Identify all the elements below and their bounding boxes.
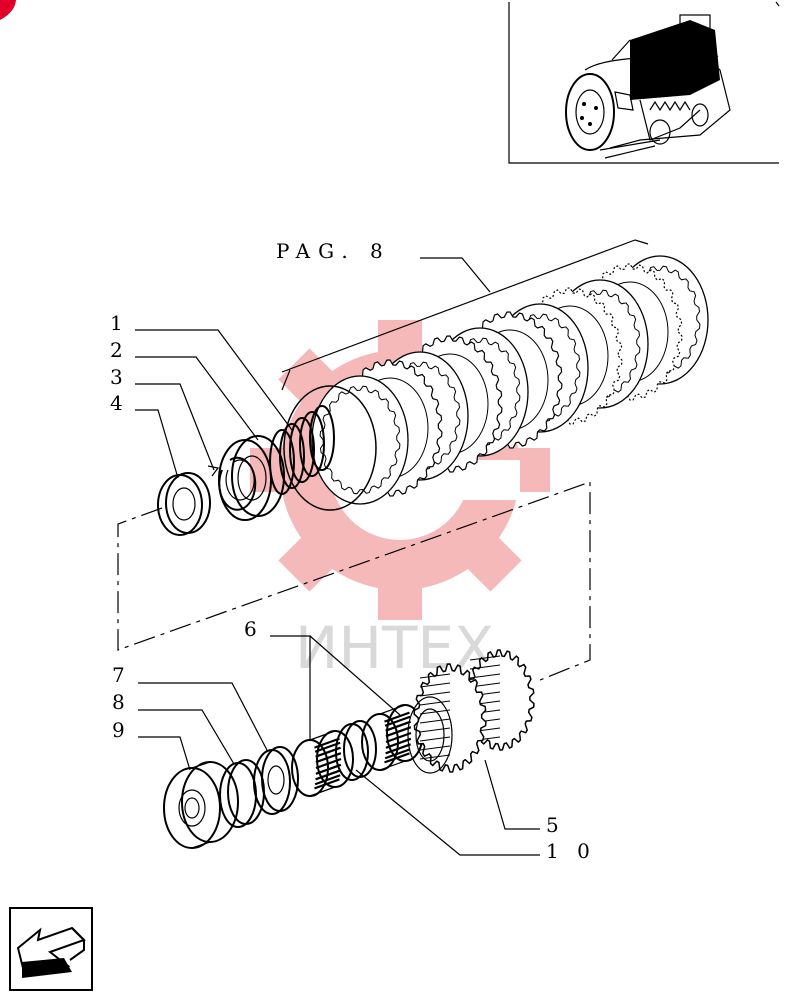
gear-tooth-line [419,745,451,751]
callout-4: 4 [110,391,123,415]
leader-5 [484,759,540,830]
leader-4 [135,409,179,479]
callout-7: 7 [112,663,125,687]
gear-tooth-line [469,664,501,670]
leader-10 [355,769,540,856]
callout-9: 9 [112,718,125,742]
page-reference-leader [420,257,491,293]
needle-roller [385,726,412,738]
clutch-plate-pack [281,239,709,511]
assembly-axis-connector [117,481,591,681]
leader-1 [135,329,293,431]
shim-washer [157,472,211,536]
snap-ring [207,456,257,511]
gear-tooth-line [469,673,501,679]
clutch-front-ring [283,385,377,511]
needle-roller [315,763,342,775]
needle-roller [385,737,412,749]
clutch-plate-friction [311,375,409,505]
double-gear [407,649,535,774]
bearing-9 [163,761,239,849]
gear-tooth-line [419,727,451,733]
gear-tooth-line [419,709,451,715]
leader-3 [135,383,215,471]
needle-roller [385,720,411,732]
callout-2: 2 [110,338,123,362]
washer-8 [219,759,265,828]
gear-tooth-line [419,673,451,679]
gear-tooth-line [419,691,451,697]
callout-1: 1 [110,311,123,335]
gear-tooth-line [419,736,451,742]
gear-tooth-line [419,718,451,724]
gear-tooth-line [419,754,451,760]
callout-5: 5 [546,813,559,837]
needle-roller [384,752,410,764]
callout-6: 6 [244,617,257,641]
callout-10: 1 0 [546,839,596,863]
needle-roller [384,715,411,727]
needle-roller [385,731,412,744]
leader-6b [309,635,401,716]
leader-2 [135,356,259,441]
leader-7 [138,682,269,753]
needle-roller [314,778,340,790]
inset-location-view [508,1,780,164]
washer-7 [253,746,299,815]
needle-roller [315,769,341,781]
needle-roller [384,711,410,723]
spacer-ring [335,720,377,781]
gear-tooth-line [419,682,451,688]
needle-roller [385,743,411,755]
leader-9 [138,736,191,771]
back-arrow-icon[interactable] [9,907,93,991]
needle-roller [384,748,411,760]
page-reference: PAG. 8 [276,239,391,263]
gear-tooth-line [419,700,451,706]
needle-bearing-right [361,704,424,771]
needle-roller [314,774,341,786]
watermark-text: ИНТЕХ [295,614,494,682]
callout-8: 8 [112,690,125,714]
leader-8 [138,709,235,765]
callout-3: 3 [110,365,123,389]
gear-tooth-line [469,655,501,661]
transmission-thumbnail [565,14,731,159]
red-corner-mark-icon [0,0,16,20]
needle-roller [314,737,340,749]
